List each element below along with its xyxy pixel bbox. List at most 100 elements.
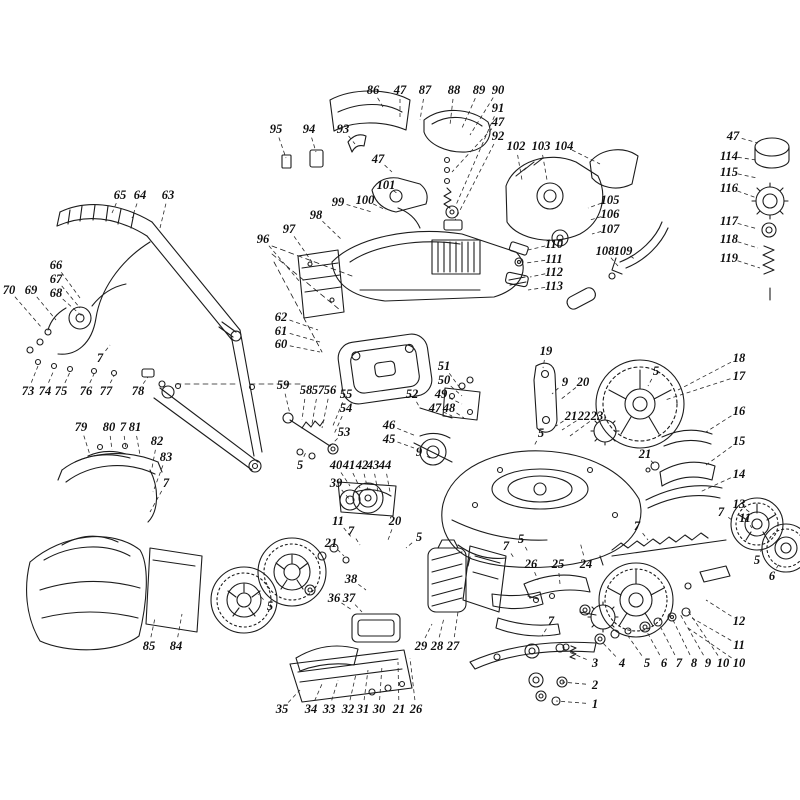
leader-line xyxy=(321,398,329,429)
leader-line xyxy=(579,541,584,556)
part-callout-29: 29 xyxy=(414,638,428,653)
part-axle-hardware xyxy=(551,607,691,706)
part-callout-17: 17 xyxy=(732,368,746,383)
part-deck-top-cover xyxy=(337,333,433,405)
part-callout-106: 106 xyxy=(600,206,620,221)
part-callout-103: 103 xyxy=(531,138,551,153)
leader-line xyxy=(30,365,39,383)
leader-line xyxy=(563,649,587,660)
leader-line xyxy=(405,542,413,549)
leader-line xyxy=(314,683,323,701)
leader-line xyxy=(627,635,643,656)
part-callout-101: 101 xyxy=(376,177,396,192)
part-callout-109: 109 xyxy=(613,243,633,258)
part-callout-110: 110 xyxy=(544,236,564,251)
part-top-cover xyxy=(281,90,491,231)
leader-line xyxy=(289,333,321,343)
leader-line xyxy=(677,361,732,391)
part-callout-26: 26 xyxy=(409,701,423,716)
part-callout-34: 34 xyxy=(304,701,318,716)
leader-line xyxy=(61,285,81,309)
leader-line xyxy=(355,538,361,546)
leader-line xyxy=(527,245,546,251)
part-callout-5: 5 xyxy=(296,457,304,472)
part-rear-wheel-left xyxy=(579,562,674,638)
part-callout-7: 7 xyxy=(119,419,127,434)
part-callout-87: 87 xyxy=(418,82,432,97)
part-callout-28: 28 xyxy=(430,638,444,653)
part-callout-6: 6 xyxy=(768,568,776,583)
part-mower-deck xyxy=(441,450,642,569)
part-callout-91: 91 xyxy=(491,100,505,115)
leader-line xyxy=(541,628,547,637)
leader-line xyxy=(384,164,393,173)
leader-line xyxy=(679,613,704,656)
leader-line xyxy=(555,700,587,704)
part-callout-64: 64 xyxy=(133,187,147,202)
part-callout-1: 1 xyxy=(591,696,599,711)
leader-line xyxy=(341,602,353,611)
part-rear-door xyxy=(495,574,591,637)
part-callout-99: 99 xyxy=(331,194,345,209)
leader-line xyxy=(284,393,291,415)
part-callout-32: 32 xyxy=(341,701,355,716)
leader-line xyxy=(289,319,319,331)
leader-line xyxy=(149,490,163,513)
part-callout-21: 21 xyxy=(564,408,578,423)
leader-line xyxy=(268,245,301,283)
part-callout-118: 118 xyxy=(719,231,739,246)
part-callout-38: 38 xyxy=(344,571,358,586)
leader-line xyxy=(645,629,661,656)
leader-line xyxy=(374,473,379,493)
leader-line xyxy=(449,98,454,126)
leader-line xyxy=(331,679,339,701)
part-callout-80: 80 xyxy=(102,419,116,434)
part-callout-73: 73 xyxy=(21,383,35,398)
leader-line xyxy=(510,553,515,559)
leader-line xyxy=(587,202,602,209)
leader-line xyxy=(705,445,732,466)
leader-line xyxy=(311,398,317,425)
leader-line xyxy=(448,397,463,405)
part-callout-117: 117 xyxy=(719,213,739,228)
leader-line xyxy=(83,435,91,456)
part-callout-93: 93 xyxy=(336,121,350,136)
leader-line xyxy=(151,449,156,469)
leader-line xyxy=(610,257,619,267)
leader-line xyxy=(159,203,167,229)
part-callout-27: 27 xyxy=(446,638,460,653)
leader-line xyxy=(346,204,373,213)
part-right-side-brackets xyxy=(645,429,723,509)
leader-line xyxy=(749,525,753,529)
part-callout-85: 85 xyxy=(142,638,156,653)
leader-line xyxy=(451,128,493,173)
part-callout-114: 114 xyxy=(719,148,739,163)
leader-line xyxy=(555,420,564,427)
leader-line xyxy=(343,527,353,539)
part-callout-20: 20 xyxy=(388,513,402,528)
leader-line xyxy=(737,173,758,179)
part-callout-36: 36 xyxy=(327,590,341,605)
part-callout-70: 70 xyxy=(2,282,16,297)
part-callout-54: 54 xyxy=(339,400,353,415)
part-callout-13: 13 xyxy=(732,496,746,511)
leader-line xyxy=(397,428,417,437)
leader-line xyxy=(559,387,577,401)
part-callout-108: 108 xyxy=(595,243,615,258)
leader-line xyxy=(442,411,453,417)
part-callout-20: 20 xyxy=(576,374,590,389)
leader-line xyxy=(62,298,83,317)
part-height-adjuster xyxy=(611,532,731,590)
leader-line xyxy=(409,657,416,701)
part-callout-21: 21 xyxy=(392,701,406,716)
part-callout-22: 22 xyxy=(577,408,591,423)
leader-line xyxy=(524,546,529,553)
part-callout-11: 11 xyxy=(733,637,745,652)
leader-line xyxy=(705,599,732,617)
leader-line xyxy=(278,137,287,159)
part-callout-83: 83 xyxy=(159,449,173,464)
leader-line xyxy=(136,435,141,456)
leader-line xyxy=(469,97,494,136)
part-cover-brackets xyxy=(419,376,481,421)
part-callout-74: 74 xyxy=(38,383,52,398)
